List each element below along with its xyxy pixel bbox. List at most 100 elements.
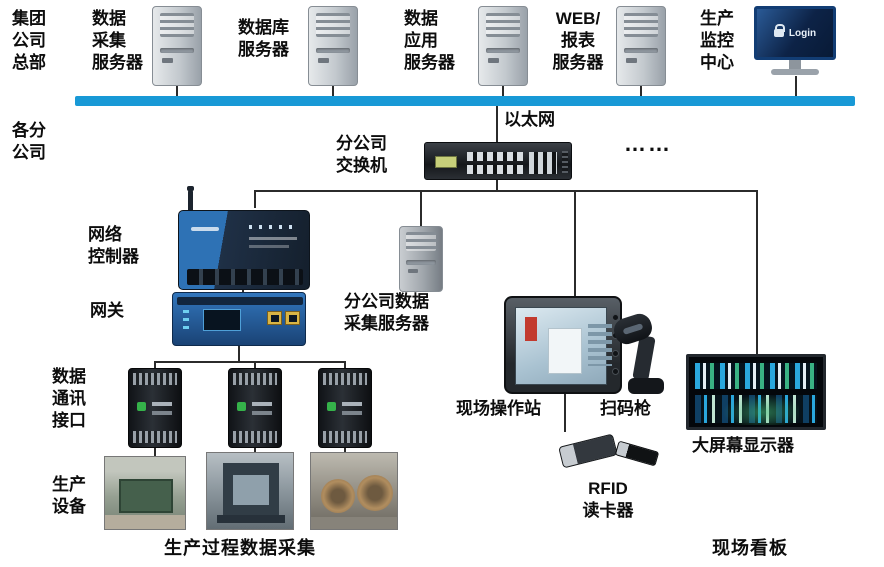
photo-coil <box>321 479 355 513</box>
factory-photo-2 <box>206 452 294 530</box>
connector-comb <box>133 431 177 444</box>
server-vents <box>485 13 521 37</box>
photo-press-base <box>217 515 285 523</box>
large-screen-display-icon <box>686 354 826 430</box>
photo-machine <box>119 479 173 513</box>
gateway-icon <box>172 292 306 346</box>
server-drive-slot <box>623 47 659 53</box>
connector-comb <box>233 431 277 444</box>
rfid-label: RFID 读卡器 <box>582 479 634 520</box>
connector-line <box>574 190 576 296</box>
station-red-banner <box>525 317 537 341</box>
station-document-panel <box>548 328 582 374</box>
connector-line <box>176 84 178 97</box>
switch-ports <box>529 152 557 174</box>
scanner-base <box>628 378 664 394</box>
monitor-stand <box>789 60 801 69</box>
server-led <box>625 58 638 64</box>
scanner-label: 扫码枪 <box>600 399 651 418</box>
connector-line <box>242 288 244 294</box>
ethernet-backbone-bar <box>75 96 855 106</box>
branch-server-label: 分公司数据 采集服务器 <box>344 292 429 333</box>
switch-ports <box>467 165 523 174</box>
comm-interface-label: 数据 通讯 接口 <box>52 367 86 430</box>
switch-vent <box>562 151 568 173</box>
hq-section-label: 集团 公司 总部 <box>12 9 46 72</box>
kanban-footer-label: 现场看板 <box>712 538 788 558</box>
connector-line <box>496 106 498 142</box>
rfid-reader-icon <box>558 428 662 482</box>
controller-label: 网络 控制器 <box>88 225 139 266</box>
module-label-bar <box>152 411 173 416</box>
server-led <box>487 58 500 64</box>
connector-line <box>154 361 346 363</box>
server-vents <box>159 13 195 37</box>
server-vents <box>315 13 351 37</box>
server-led <box>161 58 174 64</box>
server-vents <box>405 232 437 252</box>
ethernet-port <box>285 311 300 325</box>
scanner-handle <box>632 334 656 382</box>
connector-line <box>238 346 240 362</box>
module-label-bar <box>252 411 273 416</box>
server-label-application: 数据 应用 服务器 <box>404 9 455 72</box>
gateway-screen <box>203 309 241 331</box>
connector-line <box>254 190 758 192</box>
database-server-icon <box>308 6 358 86</box>
server-label-database: 数据库 服务器 <box>238 18 289 59</box>
server-drive-slot <box>159 47 195 53</box>
server-label-data-collection: 数据 采集 服务器 <box>92 9 143 72</box>
connector-line <box>344 361 346 370</box>
station-label: 现场操作站 <box>456 399 541 418</box>
web-report-server-icon <box>616 6 666 86</box>
server-led <box>317 58 330 64</box>
connector-comb <box>323 431 367 444</box>
connector-comb <box>133 372 177 385</box>
connector-line <box>332 84 334 97</box>
connector-line <box>420 190 422 226</box>
connector-comb <box>323 372 367 385</box>
module-label-bar <box>342 401 363 406</box>
branch-section-label: 各分 公司 <box>12 121 46 162</box>
continuation-dots: …… <box>624 131 672 156</box>
connector-comb <box>233 372 277 385</box>
display-green-glow <box>719 393 799 425</box>
data-collection-server-icon <box>152 6 202 86</box>
gateway-leds <box>183 310 189 332</box>
network-controller-icon <box>178 186 310 290</box>
display-label: 大屏幕显示器 <box>692 436 794 455</box>
lock-icon <box>773 24 785 37</box>
controller-print <box>249 237 297 240</box>
connector-line <box>640 84 642 97</box>
server-led <box>407 269 418 274</box>
connector-line <box>502 84 504 97</box>
module-led <box>327 401 337 411</box>
factory-photo-3 <box>310 452 398 530</box>
comm-interface-module <box>318 368 372 448</box>
factory-photo-1 <box>104 456 186 530</box>
server-drive-slot <box>485 47 521 53</box>
antenna-icon <box>187 186 194 214</box>
monitoring-center-pc: Login <box>754 6 838 82</box>
ethernet-port <box>267 311 282 325</box>
controller-ports <box>187 269 303 285</box>
gateway-top-strip <box>177 297 303 305</box>
photo-floor <box>311 517 397 529</box>
station-button <box>612 314 619 321</box>
server-drive-slot <box>315 47 351 53</box>
connector-line <box>254 361 256 370</box>
module-label-bar <box>152 401 173 406</box>
barcode-scanner-icon <box>610 310 672 400</box>
module-led <box>237 401 247 411</box>
comm-interface-module <box>128 368 182 448</box>
connector-line <box>756 190 758 354</box>
server-vents <box>623 13 659 37</box>
station-screen <box>515 307 612 385</box>
station-button <box>612 368 619 375</box>
server-drive-slot <box>405 260 437 265</box>
gateway-label: 网关 <box>90 301 124 320</box>
connector-line <box>344 448 346 453</box>
monitor-center-label: 生产 监控 中心 <box>700 9 734 72</box>
equipment-label: 生产 设备 <box>52 475 86 516</box>
